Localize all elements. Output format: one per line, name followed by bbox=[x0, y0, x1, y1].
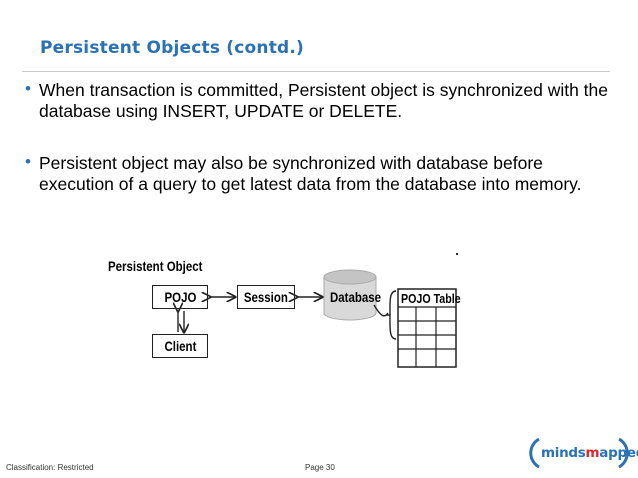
bullet-icon: • bbox=[25, 79, 31, 98]
client-box: Client bbox=[152, 334, 208, 358]
pojo-table-label: POJO Table bbox=[401, 291, 461, 306]
logo-text-apped: apped bbox=[599, 445, 638, 461]
database-label: Database bbox=[330, 289, 382, 305]
classification-label: Classification: Restricted bbox=[6, 463, 94, 472]
pojo-label: POJO bbox=[164, 289, 196, 305]
stray-dot bbox=[456, 253, 458, 255]
database-cylinder-icon bbox=[323, 269, 377, 321]
diagram-heading: Persistent Object bbox=[108, 258, 203, 274]
bullet-text: When transaction is committed, Persisten… bbox=[39, 80, 608, 121]
page-number: Page 30 bbox=[305, 463, 335, 472]
bullet-text: Persistent object may also be synchroniz… bbox=[39, 153, 582, 194]
session-box: Session bbox=[237, 285, 295, 309]
slide-title: Persistent Objects (contd.) bbox=[40, 38, 305, 58]
logo-text-minds: minds bbox=[541, 445, 586, 461]
client-label: Client bbox=[164, 338, 196, 354]
session-label: Session bbox=[243, 289, 289, 305]
persistence-diagram: Persistent Object POJO Session Client bbox=[100, 255, 470, 375]
bullet-icon: • bbox=[25, 152, 31, 171]
title-divider bbox=[22, 71, 610, 72]
logo-brackets-icon bbox=[529, 437, 629, 469]
database-link bbox=[373, 304, 389, 317]
pojo-table-icon bbox=[397, 288, 457, 368]
logo-text-m: m bbox=[585, 445, 600, 461]
diagram-connectors bbox=[100, 269, 457, 368]
bullet-item: • When transaction is committed, Persist… bbox=[25, 79, 620, 122]
bullet-item: • Persistent object may also be synchron… bbox=[25, 152, 620, 195]
mindsmapped-logo: mindsmapped bbox=[525, 433, 638, 471]
